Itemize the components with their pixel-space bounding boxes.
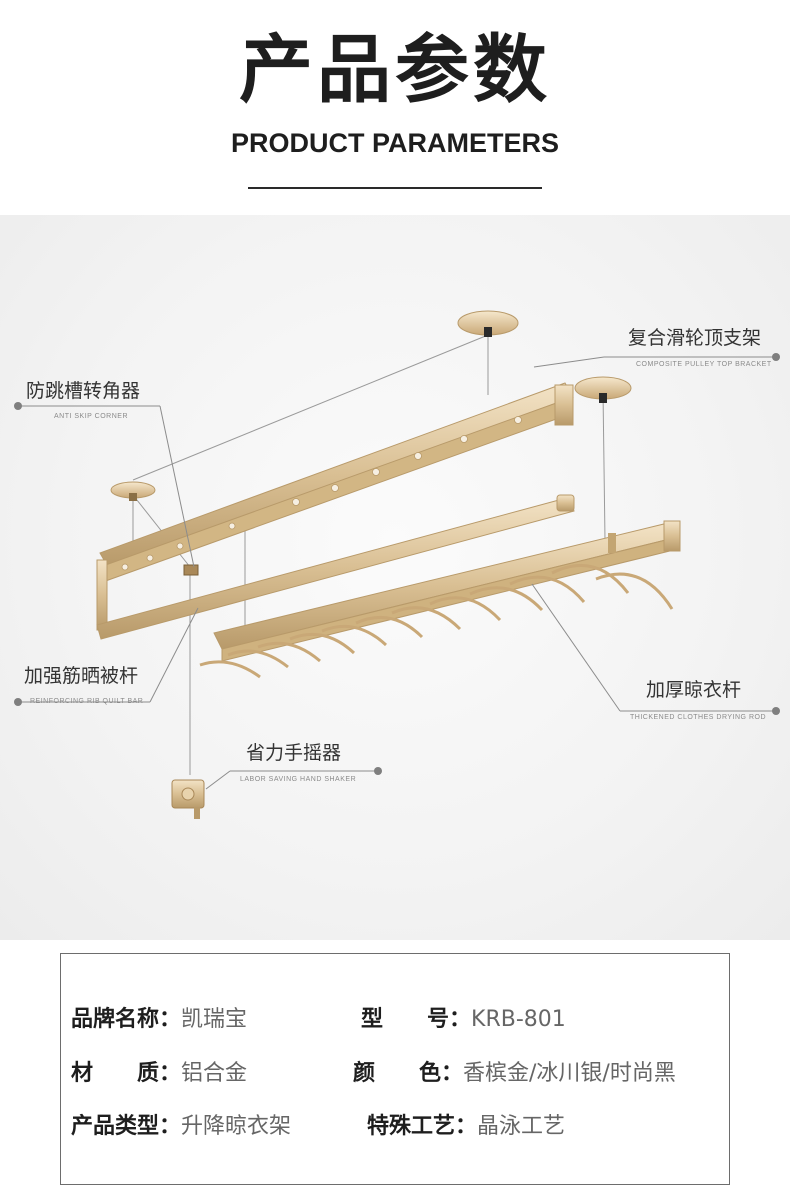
parameters-box: 品牌名称：凯瑞宝 型 号：KRB-801 材 质：铝合金 颜 色：香槟金/冰川银… <box>60 953 730 1185</box>
param-key-color: 颜 色： <box>353 1061 464 1086</box>
quilt-bar <box>96 494 575 640</box>
header: 产品参数 PRODUCT PARAMETERS <box>0 0 790 215</box>
hand-shaker <box>171 779 205 819</box>
param-value-model: KRB-801 <box>471 1007 566 1032</box>
param-key-material: 材 质： <box>71 1061 182 1086</box>
param-value-material: 铝合金 <box>181 1061 248 1086</box>
anti-skip-corner-part <box>183 564 199 576</box>
callout-pulley-bracket-en: COMPOSITE PULLEY TOP BRACKET <box>636 361 772 368</box>
callout-anti-skip-en: ANTI SKIP CORNER <box>54 413 128 420</box>
callout-anti-skip-cn: 防跳槽转角器 <box>26 380 141 402</box>
param-value-type: 升降晾衣架 <box>181 1114 292 1139</box>
callout-clothes-rod-cn: 加厚晾衣杆 <box>646 679 742 701</box>
pulley-bracket-right <box>574 376 632 403</box>
title-divider <box>248 187 542 189</box>
callout-clothes-rod-en: THICKENED CLOTHES DRYING ROD <box>630 714 766 721</box>
drying-rack-drawing <box>14 310 780 819</box>
callout-lines <box>18 356 776 790</box>
page-subtitle: PRODUCT PARAMETERS <box>230 128 559 158</box>
top-rail <box>96 382 574 631</box>
pulley-bracket-center <box>457 310 519 337</box>
callout-quilt-bar-en: REINFORCING RIB QUILT BAR <box>30 698 144 705</box>
callout-hand-shaker-en: LABOR SAVING HAND SHAKER <box>240 776 357 783</box>
param-value-craft: 晶泳工艺 <box>477 1114 566 1139</box>
callout-dots <box>14 353 780 775</box>
page-title: 产品参数 <box>239 27 551 113</box>
callout-pulley-bracket-cn: 复合滑轮顶支架 <box>628 327 762 349</box>
param-value-brand: 凯瑞宝 <box>181 1007 248 1032</box>
callout-hand-shaker-cn: 省力手摇器 <box>246 742 342 764</box>
hangers <box>199 564 674 679</box>
callout-quilt-bar-cn: 加强筋晒被杆 <box>24 665 139 687</box>
rail-holes <box>121 416 522 571</box>
param-key-type: 产品类型： <box>71 1114 182 1139</box>
pulley-bracket-left <box>110 481 156 501</box>
param-key-brand: 品牌名称： <box>71 1007 182 1032</box>
param-value-color: 香槟金/冰川银/时尚黑 <box>463 1061 676 1086</box>
param-key-craft: 特殊工艺： <box>367 1114 478 1139</box>
param-key-model: 型 号： <box>361 1007 472 1032</box>
product-illustration: 复合滑轮顶支架 COMPOSITE PULLEY TOP BRACKET 防跳槽… <box>0 215 790 940</box>
